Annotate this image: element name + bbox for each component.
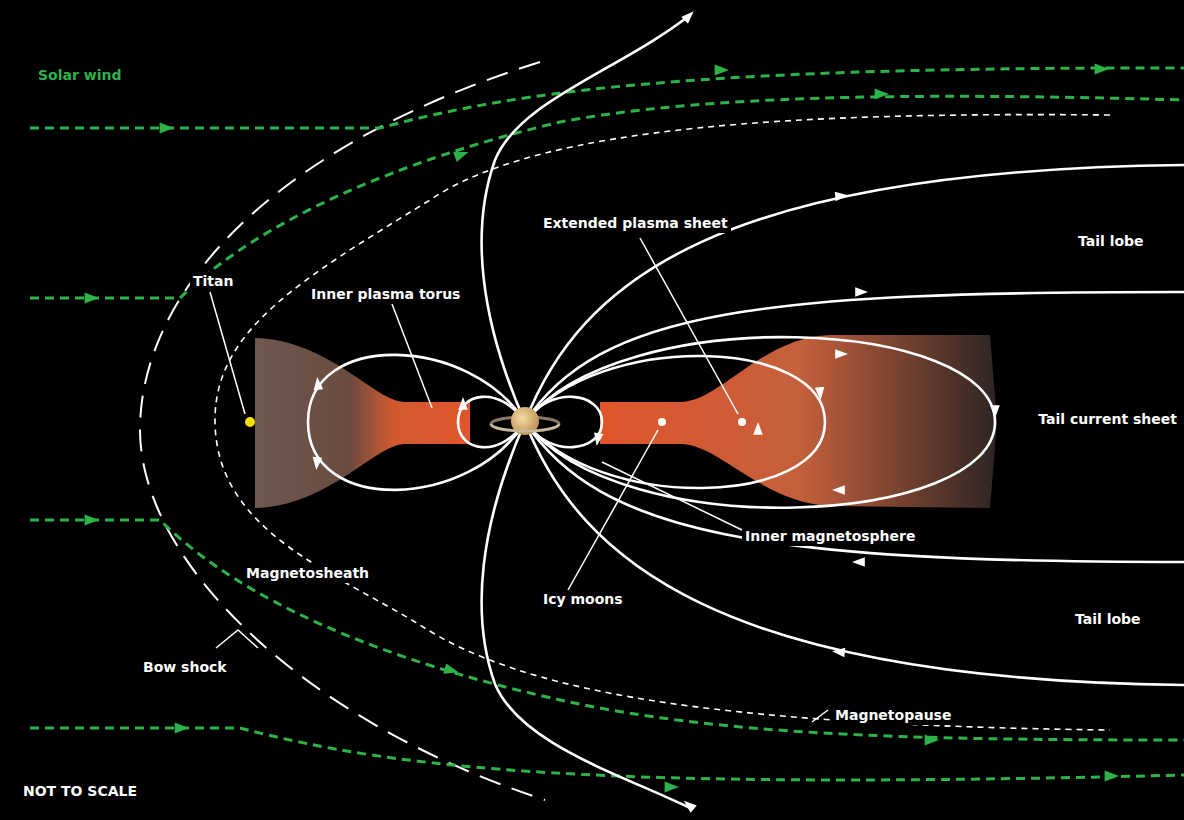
arrowhead xyxy=(835,349,848,359)
label: Tail lobe xyxy=(1072,610,1144,629)
arrowhead xyxy=(715,65,729,76)
arrowhead xyxy=(443,663,460,677)
arrowhead xyxy=(855,287,868,297)
moon-dot xyxy=(738,418,746,426)
moon-dot xyxy=(658,418,666,426)
magnetopause xyxy=(215,115,1110,730)
label: Bow shock xyxy=(140,658,230,677)
arrowhead xyxy=(681,8,697,24)
arrowhead xyxy=(1095,64,1109,75)
arrowhead xyxy=(832,485,845,495)
solar-wind-lines xyxy=(30,68,1184,780)
arrowhead xyxy=(832,647,846,658)
arrowhead xyxy=(852,557,865,567)
arrowhead xyxy=(85,293,99,304)
arrowhead xyxy=(175,723,189,734)
label: Icy moons xyxy=(540,590,626,609)
arrowhead xyxy=(875,89,889,100)
label: Magnetosheath xyxy=(243,564,372,583)
arrowhead xyxy=(85,515,99,526)
arrowhead xyxy=(453,147,470,162)
arrowhead xyxy=(665,782,679,793)
label: Tail lobe xyxy=(1075,232,1147,251)
label: Titan xyxy=(190,272,236,291)
titan-dot xyxy=(245,417,255,427)
arrowhead xyxy=(815,387,826,401)
label: Magnetopause xyxy=(832,706,954,725)
arrowhead xyxy=(160,123,174,134)
arrowhead xyxy=(312,457,323,471)
field-lines xyxy=(308,15,1184,808)
arrowhead xyxy=(681,797,697,813)
label: Extended plasma sheet xyxy=(540,214,731,233)
plasma-torus xyxy=(255,338,470,508)
leader-lines xyxy=(210,238,828,722)
arrowhead xyxy=(990,405,1000,418)
arrowhead xyxy=(1105,771,1119,782)
arrowheads xyxy=(85,8,1119,813)
arrowhead xyxy=(592,432,604,446)
label: NOT TO SCALE xyxy=(20,782,140,801)
arrowhead xyxy=(753,422,763,435)
arrowhead xyxy=(313,377,324,391)
label: Tail current sheet xyxy=(1035,410,1180,429)
arrowhead xyxy=(835,191,849,202)
label: Solar wind xyxy=(35,66,124,85)
saturn xyxy=(491,407,559,435)
label: Inner plasma torus xyxy=(308,285,463,304)
label: Inner magnetosphere xyxy=(742,527,918,546)
arrowhead xyxy=(458,397,468,410)
arrowhead xyxy=(925,735,939,746)
